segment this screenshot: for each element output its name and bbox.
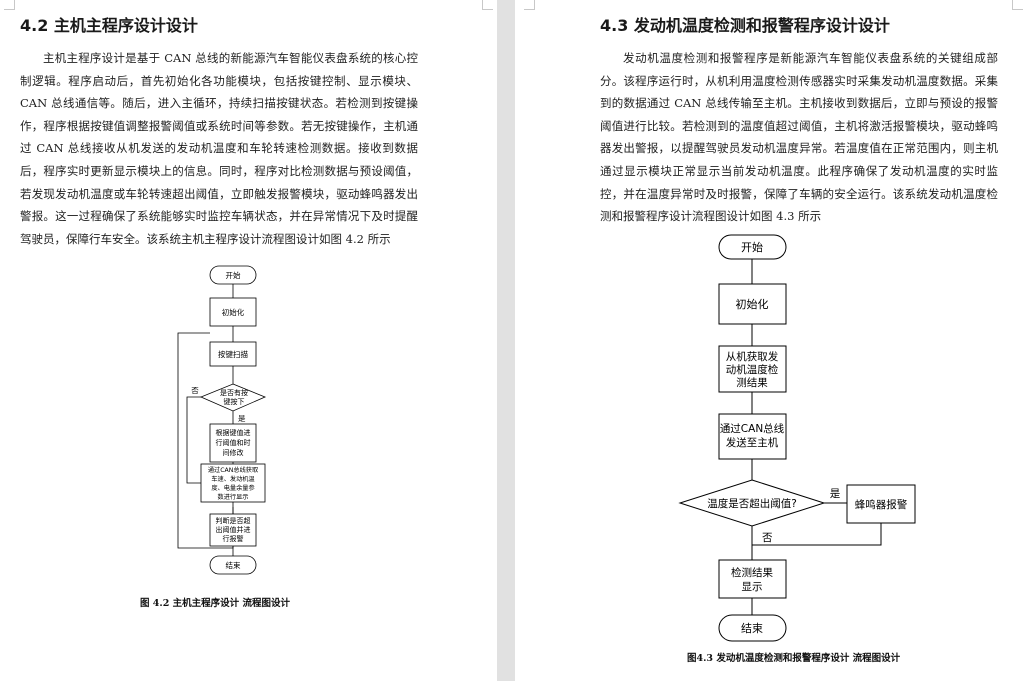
figure-caption: 图 4.2 主机主程序设计 流程图设计	[140, 598, 290, 609]
key-scan-box	[209, 341, 257, 367]
adjust-label-line: 根据键值进	[216, 428, 251, 437]
start-terminal	[209, 265, 257, 285]
page-gutter	[497, 0, 515, 681]
body-paragraph: 发动机温度检测和报警程序是新能源汽车智能仪表盘系统的关键组成部分。该程序运行时，…	[600, 51, 998, 224]
key-pressed-decision	[199, 383, 267, 412]
can-receive-box	[200, 463, 266, 503]
no-branch-line	[186, 396, 201, 484]
section-heading: 4.2 主机主程序设计设计	[20, 16, 198, 35]
no-label: 否	[191, 386, 199, 395]
end-terminal	[209, 555, 257, 575]
can-send-label-line: 通过CAN总线	[720, 422, 785, 435]
can-receive-label-line: 车速、发动机温	[211, 475, 254, 483]
judge-label-line: 判断是否超	[216, 516, 251, 525]
init-box	[209, 297, 257, 327]
result-label-line: 显示	[742, 581, 763, 593]
acquire-temp-box	[718, 345, 787, 393]
page-corner-mark	[482, 0, 493, 10]
flowchart-4-3: 开始 初始化 从机获取发 动机温度检 测结果 通过CAN总线 发送至主机 温度是…	[678, 234, 916, 642]
page-corner-mark	[4, 0, 15, 10]
decision-label-line: 是否有按	[220, 388, 248, 397]
end-label: 结束	[741, 622, 763, 635]
body-paragraph: 主机主程序设计是基于 CAN 总线的新能源汽车智能仪表盘系统的核心控制逻辑。程序…	[20, 51, 418, 246]
start-label: 开始	[226, 270, 241, 280]
acquire-label-line: 从机获取发	[726, 350, 779, 363]
can-receive-label-line: 度、电量余量参	[211, 484, 254, 492]
end-label: 结束	[226, 560, 241, 570]
buzzer-alarm-box	[846, 484, 916, 524]
figure-caption: 图4.3 发动机温度检测和报警程序设计 流程图设计	[687, 653, 901, 664]
buzzer-alarm-label: 蜂鸣器报警	[855, 498, 908, 511]
threshold-judge-box	[209, 513, 257, 547]
document-page-left: 4.2 主机主程序设计设计 主机主程序设计是基于 CAN 总线的新能源汽车智能仪…	[0, 0, 497, 681]
adjust-box	[209, 423, 257, 463]
document-page-right: 4.3 发动机温度检测和报警程序设计设计 发动机温度检测和报警程序是新能源汽车智…	[515, 0, 1024, 681]
adjust-label-line: 行阈值和时	[216, 438, 251, 447]
can-send-label-line: 发送至主机	[726, 436, 779, 449]
decision-label-line: 键按下	[224, 397, 245, 406]
key-scan-label: 按键扫描	[218, 349, 248, 359]
init-label: 初始化	[222, 307, 245, 317]
decision-label: 温度是否超出阈值?	[707, 497, 797, 510]
can-receive-label-line: 通过CAN总线获取	[208, 466, 258, 474]
can-send-box	[718, 413, 787, 460]
end-terminal	[718, 614, 787, 642]
acquire-label-line: 测结果	[736, 376, 768, 389]
temp-threshold-decision	[678, 479, 826, 527]
section-heading: 4.3 发动机温度检测和报警程序设计设计	[600, 16, 890, 35]
judge-label-line: 行报警	[223, 534, 244, 543]
judge-label-line: 出阈值并进	[216, 525, 251, 534]
no-label: 否	[762, 532, 773, 544]
adjust-label-line: 间修改	[223, 448, 244, 457]
result-label-line: 检测结果	[731, 566, 773, 579]
init-box	[718, 283, 787, 325]
can-receive-label-line: 数进行显示	[218, 493, 249, 501]
page-corner-mark	[1012, 0, 1023, 10]
yes-label: 是	[238, 414, 246, 423]
alarm-return-line	[752, 523, 882, 546]
flowchart-4-2: 开始 初始化 按键扫描 是否有按 键按下 否 是 根据键值进 行阈值和时 间修改…	[177, 265, 267, 575]
result-display-box	[718, 559, 787, 599]
acquire-label-line: 动机温度检	[726, 363, 779, 376]
start-terminal	[718, 234, 787, 260]
start-label: 开始	[741, 240, 763, 254]
page-corner-mark	[524, 0, 535, 10]
init-label: 初始化	[736, 297, 769, 311]
yes-label: 是	[830, 488, 841, 500]
